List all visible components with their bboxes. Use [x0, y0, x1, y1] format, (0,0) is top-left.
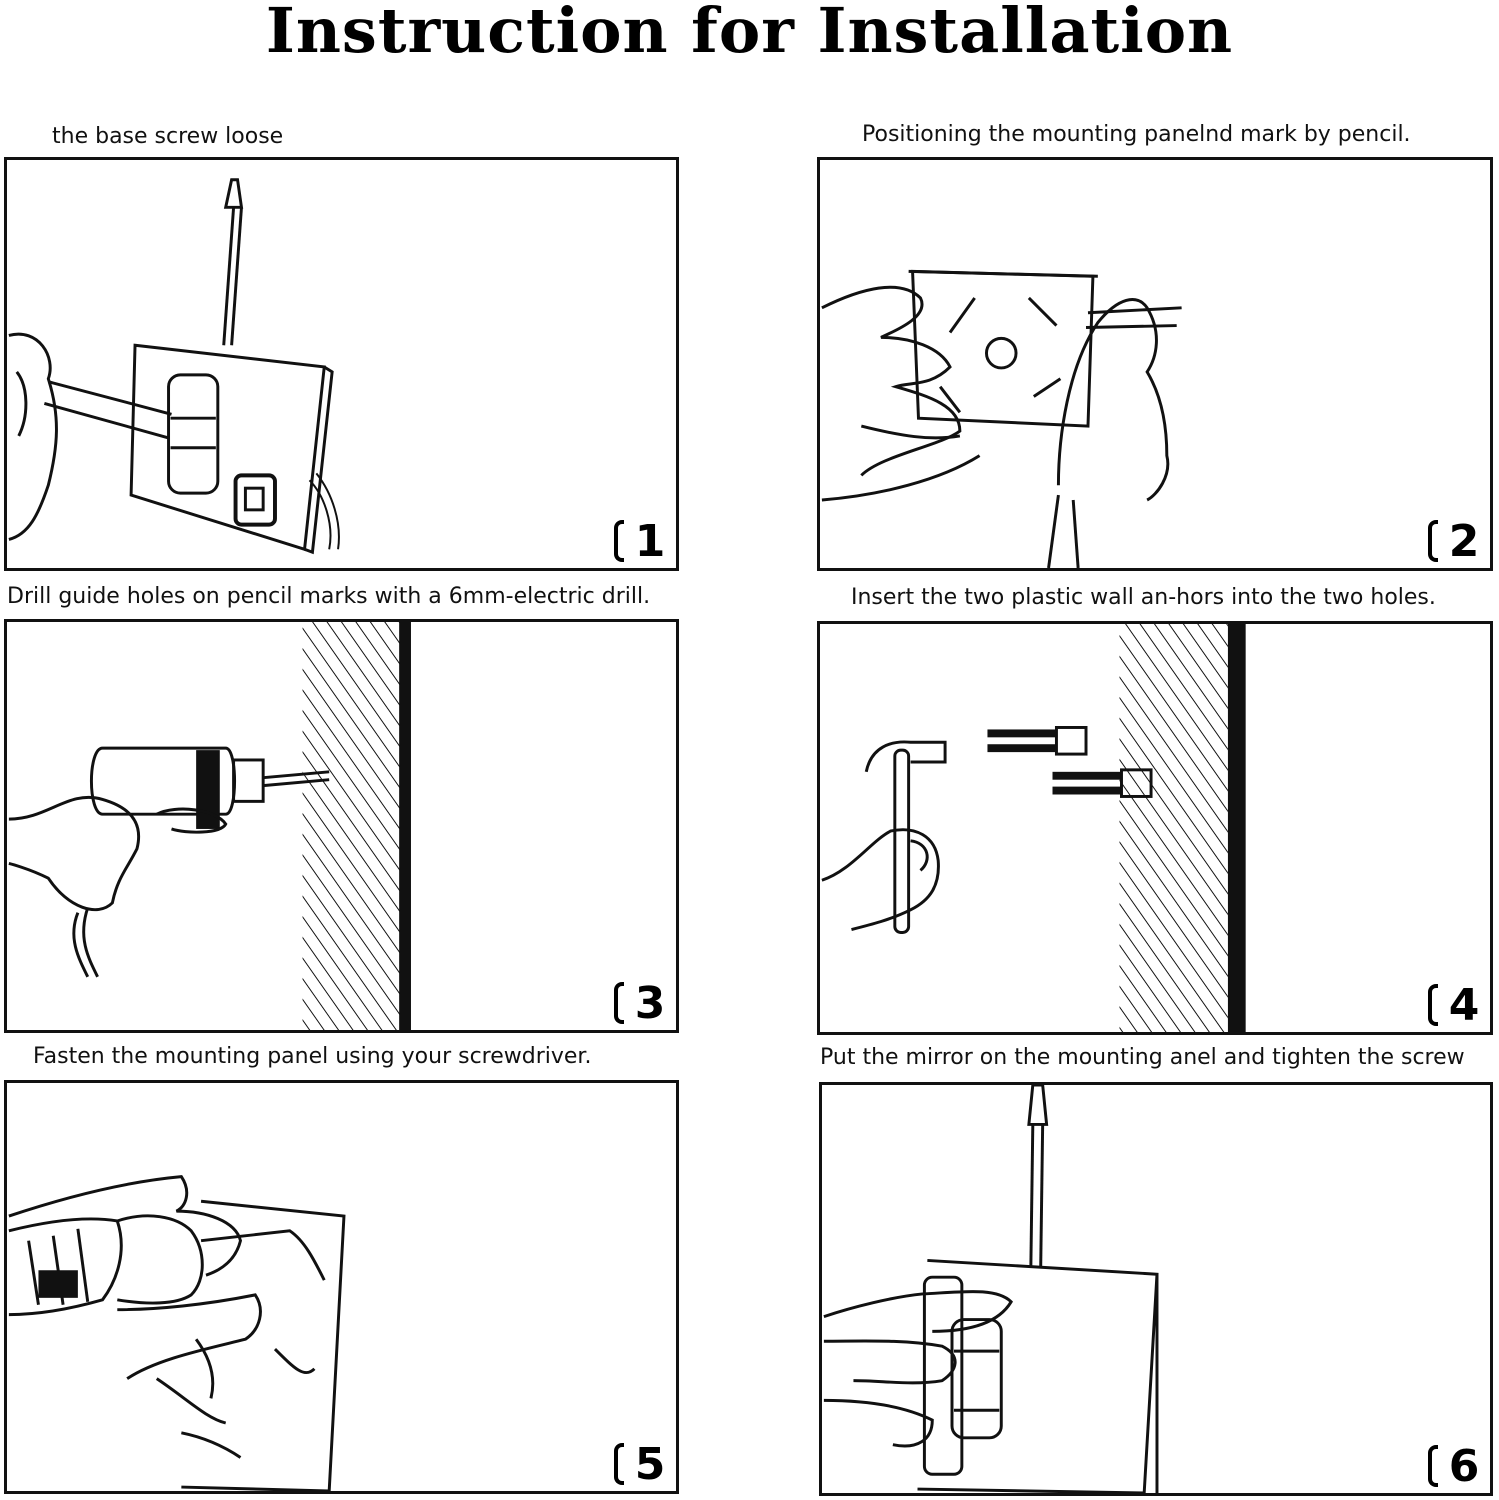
step-5-panel: 5 — [4, 1080, 679, 1494]
step-2-panel: 2 — [817, 157, 1493, 571]
step-1-illustration — [8, 178, 340, 555]
step-6-illustration — [823, 1085, 1159, 1493]
step-2-number-badge: 2 — [1428, 518, 1488, 566]
step-2-caption: Positioning the mounting panelnd mark by… — [862, 122, 1411, 147]
step-5-illustration — [8, 1175, 346, 1491]
step-5-caption: Fasten the mounting panel using your scr… — [33, 1044, 592, 1069]
step-2-illustration — [821, 269, 1182, 568]
step-6-caption: Put the mirror on the mounting anel and … — [820, 1045, 1465, 1070]
step-3-number-badge: 3 — [614, 980, 674, 1028]
step-1-number-badge: 1 — [614, 518, 674, 566]
step-3-illustration — [8, 622, 411, 1030]
step-3-caption: Drill guide holes on pencil marks with a… — [7, 584, 651, 609]
page-title: Instruction for Installation — [265, 0, 1234, 67]
step-3-panel: 3 — [4, 619, 679, 1033]
step-4-caption: Insert the two plastic wall an-hors into… — [851, 585, 1436, 610]
step-5-number-badge: 5 — [614, 1441, 674, 1489]
step-1-caption: the base screw loose — [52, 124, 284, 149]
step-6-panel: 6 — [819, 1082, 1493, 1496]
step-1-panel: 1 — [4, 157, 679, 571]
step-4-illustration — [821, 624, 1246, 1032]
step-6-number-badge: 6 — [1428, 1443, 1488, 1491]
step-4-number-badge: 4 — [1428, 982, 1488, 1030]
step-4-panel: 4 — [817, 621, 1493, 1035]
